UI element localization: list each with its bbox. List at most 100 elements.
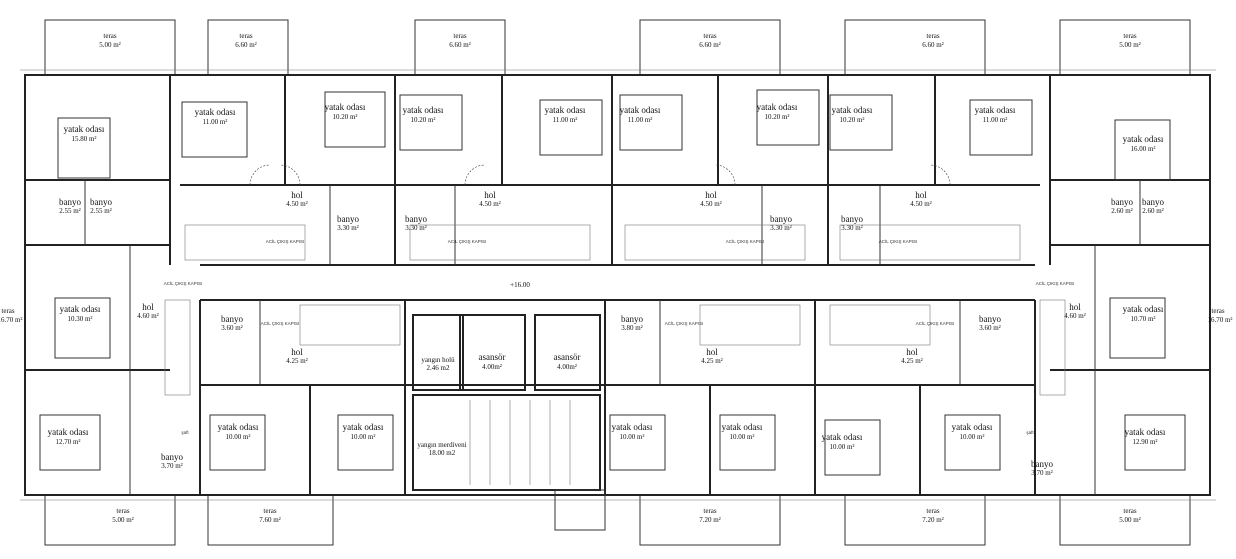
svg-text:yangın merdiveni: yangın merdiveni <box>417 441 466 449</box>
emergency-exit-label: ACİL ÇIKIŞ KAPISI <box>164 280 203 286</box>
svg-text:yatak odası: yatak odası <box>620 105 661 115</box>
svg-text:yatak odası: yatak odası <box>218 422 259 432</box>
svg-text:4.60 m²: 4.60 m² <box>1064 312 1086 320</box>
svg-text:banyo: banyo <box>337 214 359 224</box>
svg-text:10.20 m²: 10.20 m² <box>332 113 357 121</box>
terraces-bottom <box>44 494 1191 546</box>
svg-text:10.00 m²: 10.00 m² <box>729 433 754 441</box>
svg-text:teras: teras <box>1211 307 1224 315</box>
svg-text:banyo: banyo <box>841 214 863 224</box>
svg-text:yatak odası: yatak odası <box>48 427 89 437</box>
svg-text:teras: teras <box>239 32 252 40</box>
svg-text:7.20 m²: 7.20 m² <box>922 516 944 524</box>
svg-text:4.60 m²: 4.60 m² <box>137 312 159 320</box>
svg-text:10.00 m²: 10.00 m² <box>829 443 854 451</box>
svg-text:6.60 m²: 6.60 m² <box>699 41 721 49</box>
svg-text:asansör: asansör <box>479 352 506 362</box>
svg-text:11.00 m²: 11.00 m² <box>553 116 578 124</box>
svg-text:2.55 m²: 2.55 m² <box>59 207 81 215</box>
svg-text:hol: hol <box>291 347 303 357</box>
svg-text:banyo: banyo <box>979 314 1001 324</box>
svg-text:10.00 m²: 10.00 m² <box>225 433 250 441</box>
svg-text:teras: teras <box>1123 507 1136 515</box>
svg-text:7.60 m²: 7.60 m² <box>259 516 281 524</box>
emergency-exit-label: ACİL ÇIKIŞ KAPISI <box>916 320 955 326</box>
svg-text:hol: hol <box>1069 302 1081 312</box>
walls <box>20 69 1216 531</box>
svg-text:yatak odası: yatak odası <box>60 304 101 314</box>
stairs <box>164 224 1066 485</box>
svg-text:4.00m²: 4.00m² <box>482 363 502 371</box>
svg-text:4.50 m²: 4.50 m² <box>910 200 932 208</box>
svg-text:3.60 m²: 3.60 m² <box>221 324 243 332</box>
svg-text:12.70 m²: 12.70 m² <box>55 438 80 446</box>
svg-text:10.00 m²: 10.00 m² <box>619 433 644 441</box>
svg-text:12.90 m²: 12.90 m² <box>1132 438 1157 446</box>
svg-text:teras: teras <box>103 32 116 40</box>
svg-text:10.20 m²: 10.20 m² <box>764 113 789 121</box>
svg-text:teras: teras <box>703 32 716 40</box>
svg-text:teras: teras <box>116 507 129 515</box>
emergency-exit-label: ACİL ÇIKIŞ KAPISI <box>261 320 300 326</box>
svg-text:10.00 m²: 10.00 m² <box>959 433 984 441</box>
svg-text:6.60 m²: 6.60 m² <box>922 41 944 49</box>
svg-text:yatak odası: yatak odası <box>403 105 444 115</box>
svg-text:yatak odası: yatak odası <box>343 422 384 432</box>
svg-text:16.00 m²: 16.00 m² <box>1130 145 1155 153</box>
svg-text:yatak odası: yatak odası <box>64 124 105 134</box>
svg-text:banyo: banyo <box>59 197 81 207</box>
svg-text:5.00 m²: 5.00 m² <box>1119 41 1141 49</box>
svg-text:2.55 m²: 2.55 m² <box>90 207 112 215</box>
svg-text:hol: hol <box>906 347 918 357</box>
svg-text:banyo: banyo <box>161 452 183 462</box>
svg-text:4.25 m²: 4.25 m² <box>901 357 923 365</box>
svg-text:4.50 m²: 4.50 m² <box>286 200 308 208</box>
svg-text:2.46 m2: 2.46 m2 <box>427 364 450 372</box>
emergency-exit-label: ACİL ÇIKIŞ KAPISI <box>448 238 487 244</box>
svg-text:teras: teras <box>703 507 716 515</box>
svg-text:4.50 m²: 4.50 m² <box>479 200 501 208</box>
svg-text:3.30 m²: 3.30 m² <box>770 224 792 232</box>
svg-text:5.00 m²: 5.00 m² <box>112 516 134 524</box>
svg-text:3.30 m²: 3.30 m² <box>337 224 359 232</box>
svg-text:yatak odası: yatak odası <box>325 102 366 112</box>
svg-text:banyo: banyo <box>1111 197 1133 207</box>
emergency-exit-label: ACİL ÇIKIŞ KAPISI <box>879 238 918 244</box>
svg-text:hol: hol <box>484 190 496 200</box>
